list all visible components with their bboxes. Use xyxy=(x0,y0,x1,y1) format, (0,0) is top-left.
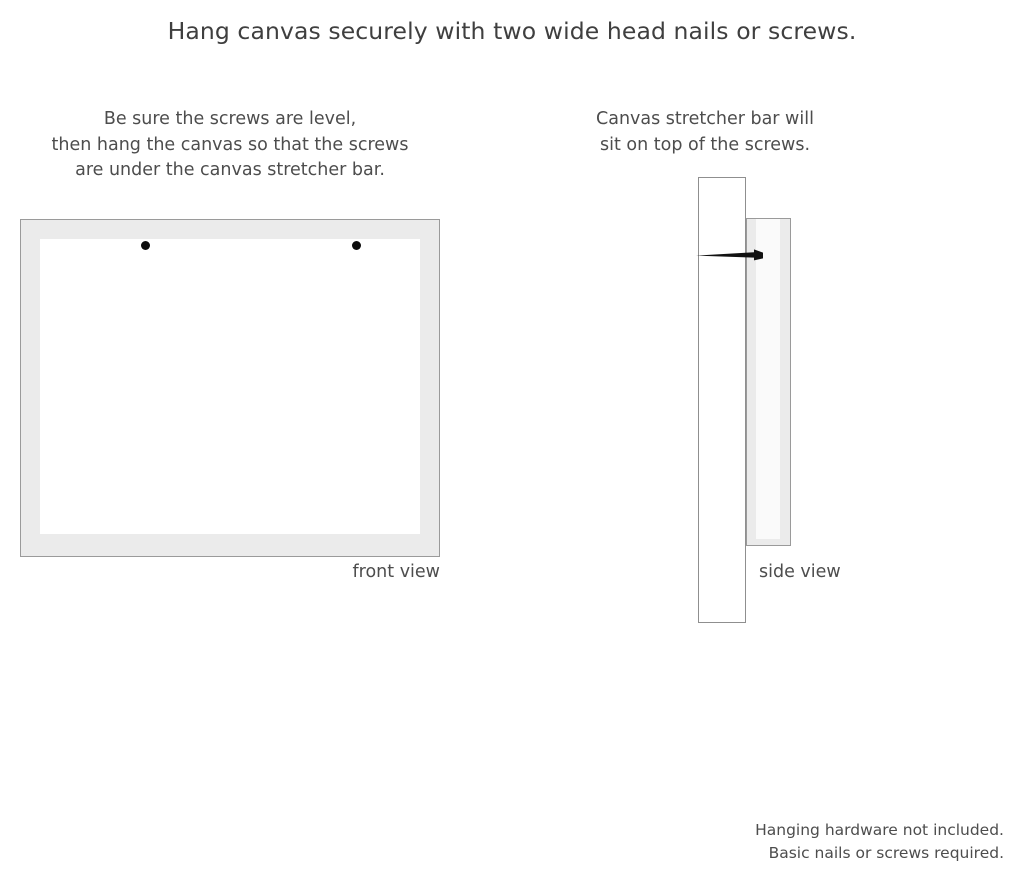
front-view-caption-line-3: are under the canvas stretcher bar. xyxy=(75,160,385,180)
screw-dot-right-icon xyxy=(352,241,361,250)
front-view-caption: Be sure the screws are level, then hang … xyxy=(20,107,440,184)
side-view-stretcher-bar xyxy=(746,218,791,546)
side-view-caption-line-2: sit on top of the screws. xyxy=(599,134,811,155)
side-view-caption-line-1: Canvas stretcher bar will xyxy=(596,109,814,129)
front-view-canvas-face xyxy=(40,239,420,534)
side-view-label: side view xyxy=(759,562,841,582)
front-view-caption-line-1: Be sure the screws are level, xyxy=(103,109,357,129)
screw-dot-left-icon xyxy=(141,241,150,250)
front-view-label: front view xyxy=(352,562,441,582)
nail-icon xyxy=(696,246,766,264)
front-view-caption-line-2: then hang the canvas so that the screws xyxy=(51,134,409,155)
side-view-caption: Canvas stretcher bar will sit on top of … xyxy=(560,107,850,158)
footer-disclaimer-line-2: Basic nails or screws required. xyxy=(768,843,1004,862)
page-title: Hang canvas securely with two wide head … xyxy=(167,17,857,45)
footer-disclaimer: Hanging hardware not included. Basic nai… xyxy=(755,819,1004,864)
side-view-stretcher-inner xyxy=(756,219,780,539)
footer-disclaimer-line-1: Hanging hardware not included. xyxy=(755,821,1004,839)
front-view-canvas-frame xyxy=(20,219,440,557)
side-view-wall xyxy=(698,177,746,623)
